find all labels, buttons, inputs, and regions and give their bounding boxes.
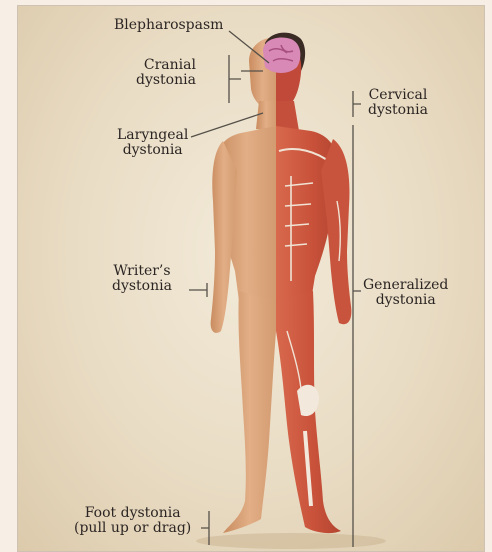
label-line: dystonia <box>112 279 172 294</box>
skin-half <box>211 38 276 533</box>
label-foot-dystonia: Foot dystonia (pull up or drag) <box>74 506 191 536</box>
label-laryngeal-dystonia: Laryngeal dystonia <box>117 128 188 158</box>
brain <box>263 38 300 74</box>
label-line: Generalized <box>363 278 448 293</box>
label-cranial-dystonia: Cranial dystonia <box>136 58 196 88</box>
label-cervical-dystonia: Cervical dystonia <box>368 88 428 118</box>
label-blepharospasm-text: Blepharospasm <box>114 18 223 33</box>
writers-bracket <box>189 283 207 297</box>
label-line: dystonia <box>117 143 188 158</box>
figure-panel: Blepharospasm Cranial dystonia Cervical … <box>17 5 485 552</box>
label-line: Cervical <box>368 88 428 103</box>
label-line: Foot dystonia <box>74 506 191 521</box>
label-line: dystonia <box>368 103 428 118</box>
muscle-half <box>265 33 351 533</box>
label-line: dystonia <box>136 73 196 88</box>
label-line: Writer’s <box>112 264 172 279</box>
generalized-bracket <box>353 125 361 547</box>
label-line: Cranial <box>136 58 196 73</box>
label-line: Laryngeal <box>117 128 188 143</box>
floor-shadow <box>196 533 386 549</box>
label-line: (pull up or drag) <box>74 521 191 536</box>
label-writers-dystonia: Writer’s dystonia <box>112 264 172 294</box>
label-blepharospasm: Blepharospasm <box>114 18 223 33</box>
label-line: dystonia <box>363 293 448 308</box>
label-generalized-dystonia: Generalized dystonia <box>363 278 448 308</box>
cervical-bracket <box>353 91 361 117</box>
